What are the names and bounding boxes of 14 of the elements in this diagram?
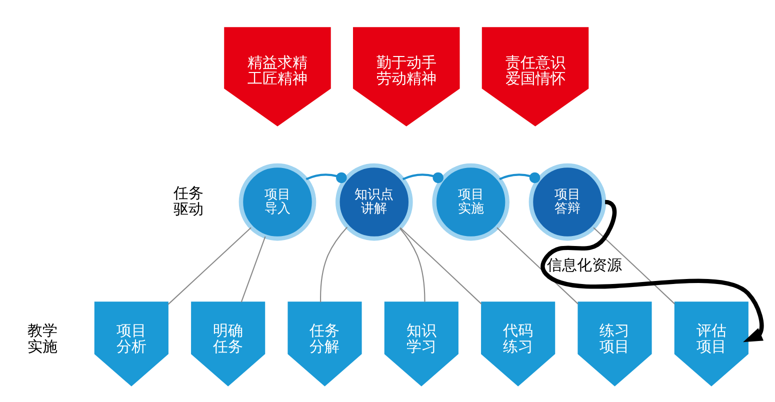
connector (306, 172, 347, 183)
connector (400, 226, 482, 304)
connector (168, 226, 252, 304)
connector (402, 172, 444, 183)
label: 教学实施 (27, 320, 58, 356)
connector (499, 172, 540, 183)
connector (240, 236, 266, 302)
arrow (540, 199, 764, 342)
edge-label: 信息化资源 (547, 255, 622, 274)
connector (593, 226, 676, 304)
connector (320, 226, 348, 302)
connector (399, 227, 426, 302)
label: 任务驱动 (173, 183, 204, 218)
node-circle: 项目导入 (238, 162, 316, 240)
